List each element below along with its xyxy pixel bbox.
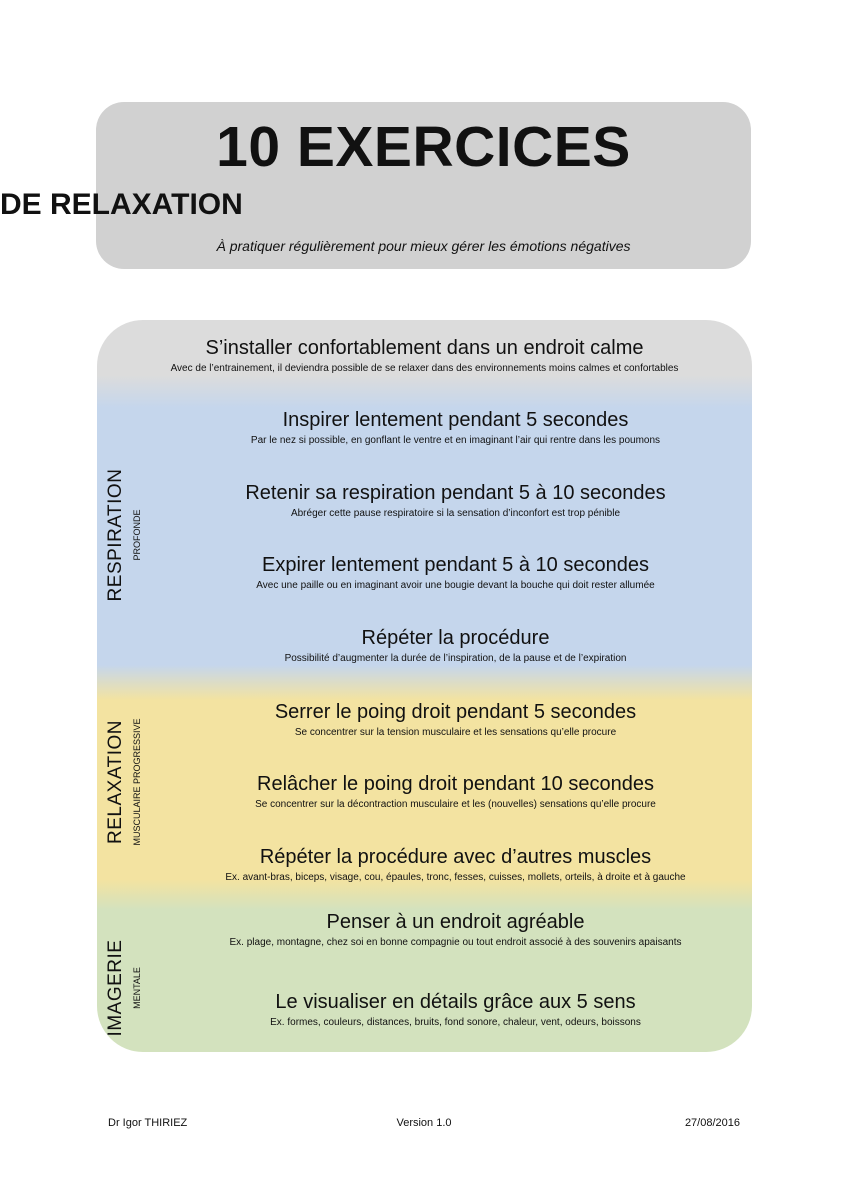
- intro-step: S’installer confortablement dans un endr…: [97, 336, 752, 376]
- step-description: Avec une paille ou en imaginant avoir un…: [256, 580, 655, 591]
- exercise-panel: S’installer confortablement dans un endr…: [97, 320, 752, 1052]
- step-description: Ex. formes, couleurs, distances, bruits,…: [270, 1017, 641, 1028]
- section-label: IMAGERIE: [105, 939, 126, 1037]
- step-title: Expirer lentement pendant 5 à 10 seconde…: [262, 554, 649, 576]
- step-serrer: Serrer le poing droit pendant 5 secondes…: [177, 700, 734, 740]
- step-title: Répéter la procédure: [361, 627, 550, 649]
- step-title: Penser à un endroit agréable: [326, 911, 585, 933]
- page-subtitle: DE RELAXATION: [0, 188, 243, 221]
- step-repeter: Répéter la procédure Possibilité d’augme…: [177, 626, 734, 666]
- step-title: Le visualiser en détails grâce aux 5 sen…: [275, 991, 636, 1013]
- step-description: Par le nez si possible, en gonflant le v…: [250, 435, 661, 446]
- page-tagline: À pratiquer régulièrement pour mieux gér…: [216, 238, 631, 254]
- step-retenir: Retenir sa respiration pendant 5 à 10 se…: [177, 481, 734, 521]
- step-description: Abréger cette pause respiratoire si la s…: [290, 508, 621, 519]
- step-title: Relâcher le poing droit pendant 10 secon…: [257, 773, 654, 795]
- footer-date: 27/08/2016: [684, 1117, 740, 1129]
- step-title: Retenir sa respiration pendant 5 à 10 se…: [245, 482, 666, 504]
- title-banner: 10 EXERCICES À pratiquer régulièrement p…: [96, 102, 751, 269]
- step-description: Possibilité d’augmenter la durée de l’in…: [284, 653, 627, 664]
- step-relacher: Relâcher le poing droit pendant 10 secon…: [177, 772, 734, 812]
- step-penser: Penser à un endroit agréable Ex. plage, …: [177, 910, 734, 950]
- section-sublabel: PROFONDE: [132, 509, 142, 561]
- step-title: Inspirer lentement pendant 5 secondes: [282, 409, 629, 431]
- step-repeter-muscles: Répéter la procédure avec d’autres muscl…: [177, 845, 734, 885]
- footer-author: Dr Igor THIRIEZ: [108, 1117, 188, 1129]
- step-expirer: Expirer lentement pendant 5 à 10 seconde…: [177, 553, 734, 593]
- footer-version: Version 1.0: [396, 1117, 452, 1129]
- step-description: Avec de l’entrainement, il deviendra pos…: [170, 363, 679, 374]
- section-sublabel: MENTALE: [132, 967, 142, 1009]
- step-title: Répéter la procédure avec d’autres muscl…: [259, 846, 652, 868]
- step-visualiser: Le visualiser en détails grâce aux 5 sen…: [177, 990, 734, 1030]
- step-title: S’installer confortablement dans un endr…: [205, 337, 644, 359]
- page-title: 10 EXERCICES: [216, 115, 631, 179]
- step-description: Ex. plage, montagne, chez soi en bonne c…: [229, 937, 682, 948]
- step-description: Se concentrer sur la décontraction muscu…: [255, 799, 656, 810]
- step-description: Ex. avant-bras, biceps, visage, cou, épa…: [225, 872, 686, 883]
- step-description: Se concentrer sur la tension musculaire …: [294, 727, 617, 738]
- step-inspirer: Inspirer lentement pendant 5 secondes Pa…: [177, 408, 734, 448]
- section-label: RESPIRATION: [105, 468, 126, 602]
- step-title: Serrer le poing droit pendant 5 secondes: [274, 701, 637, 723]
